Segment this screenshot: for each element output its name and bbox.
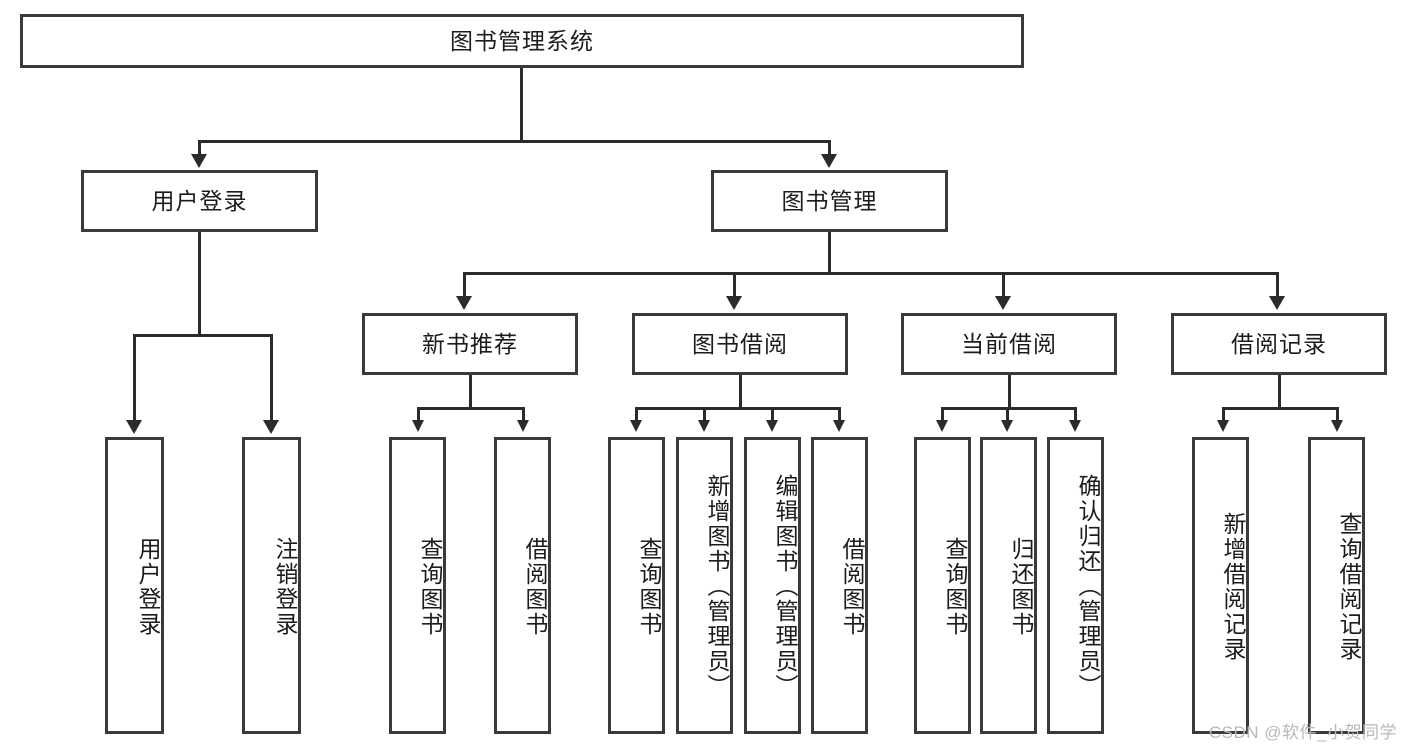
- node-book-borrow-label: 图书借阅: [692, 330, 788, 357]
- leaf-label: 查询借阅记录: [1336, 511, 1362, 662]
- arrowhead-user-login: [191, 154, 207, 168]
- node-new-book-label: 新书推荐: [422, 330, 518, 357]
- connector-book-borrow-drop-1: [635, 407, 638, 421]
- node-user-login-label: 用户登录: [151, 187, 248, 214]
- leaf-label: 借阅图书: [522, 536, 548, 637]
- leaf-borrow-record-2[interactable]: 查询借阅记录: [1308, 437, 1365, 734]
- leaf-label: 编辑图书（管理员）: [772, 474, 798, 699]
- connector-borrow-record-bus: [1222, 407, 1338, 410]
- arrowhead-current-borrow: [995, 296, 1011, 310]
- connector-root-to-book-manage: [828, 140, 831, 156]
- leaf-current-borrow-1[interactable]: 查询图书: [914, 437, 971, 734]
- leaf-user-login-1[interactable]: 用户登录: [105, 437, 164, 734]
- leaf-label: 归还图书: [1008, 536, 1034, 637]
- connector-user-login-bus: [133, 334, 273, 337]
- connector-new-book-drop-1: [417, 407, 420, 421]
- node-book-borrow[interactable]: 图书借阅: [632, 313, 848, 375]
- connector-current-borrow-stem: [1008, 375, 1011, 409]
- connector-current-borrow-drop-1: [941, 407, 944, 421]
- leaf-label: 查询图书: [636, 536, 662, 637]
- leaf-book-borrow-1[interactable]: 查询图书: [608, 437, 665, 734]
- leaf-current-borrow-2[interactable]: 归还图书: [980, 437, 1037, 734]
- arrowhead-leaf-new-book-2: [517, 420, 529, 432]
- connector-book-manage-bus: [463, 272, 1279, 275]
- connector-new-book-stem: [469, 375, 472, 409]
- connector-book-manage-drop-2: [733, 272, 736, 298]
- connector-current-borrow-drop-2: [1006, 407, 1009, 421]
- connector-root-bus: [198, 140, 830, 143]
- arrowhead-leaf-book-borrow-4: [833, 420, 845, 432]
- arrowhead-leaf-user-login-1: [126, 420, 142, 434]
- connector-book-manage-drop-4: [1276, 272, 1279, 298]
- leaf-label: 新增图书（管理员）: [704, 474, 730, 699]
- leaf-label: 查询图书: [942, 536, 968, 637]
- node-book-manage-label: 图书管理: [781, 187, 878, 214]
- node-borrow-record-label: 借阅记录: [1231, 330, 1327, 357]
- connector-user-login-drop-2: [270, 334, 273, 422]
- leaf-new-book-1[interactable]: 查询图书: [389, 437, 446, 734]
- connector-new-book-drop-2: [522, 407, 525, 421]
- arrowhead-leaf-new-book-1: [412, 420, 424, 432]
- arrowhead-leaf-user-login-2: [263, 420, 279, 434]
- leaf-current-borrow-3[interactable]: 确认归还（管理员）: [1047, 437, 1104, 734]
- connector-current-borrow-drop-3: [1074, 407, 1077, 421]
- node-new-book[interactable]: 新书推荐: [362, 313, 578, 375]
- connector-borrow-record-drop-2: [1336, 407, 1339, 421]
- connector-book-manage-drop-1: [463, 272, 466, 298]
- leaf-book-borrow-2[interactable]: 新增图书（管理员）: [676, 437, 733, 734]
- leaf-label: 用户登录: [135, 536, 161, 637]
- connector-book-manage-stem: [828, 232, 831, 274]
- connector-book-borrow-drop-2: [703, 407, 706, 421]
- leaf-book-borrow-3[interactable]: 编辑图书（管理员）: [744, 437, 801, 734]
- leaf-new-book-2[interactable]: 借阅图书: [494, 437, 551, 734]
- connector-book-borrow-drop-3: [771, 407, 774, 421]
- connector-new-book-bus: [417, 407, 525, 410]
- arrowhead-borrow-record: [1269, 296, 1285, 310]
- connector-user-login-stem: [198, 232, 201, 336]
- arrowhead-leaf-current-borrow-3: [1069, 420, 1081, 432]
- node-root[interactable]: 图书管理系统: [20, 14, 1024, 68]
- connector-borrow-record-drop-1: [1222, 407, 1225, 421]
- leaf-borrow-record-1[interactable]: 新增借阅记录: [1192, 437, 1249, 734]
- arrowhead-leaf-book-borrow-2: [698, 420, 710, 432]
- node-current-borrow-label: 当前借阅: [961, 330, 1057, 357]
- arrowhead-new-book: [456, 296, 472, 310]
- arrowhead-leaf-book-borrow-1: [630, 420, 642, 432]
- arrowhead-leaf-borrow-record-1: [1217, 420, 1229, 432]
- leaf-user-login-2[interactable]: 注销登录: [242, 437, 301, 734]
- node-borrow-record[interactable]: 借阅记录: [1171, 313, 1387, 375]
- leaf-label: 新增借阅记录: [1220, 511, 1246, 662]
- node-book-manage[interactable]: 图书管理: [711, 170, 948, 232]
- connector-book-manage-drop-3: [1002, 272, 1005, 298]
- arrowhead-book-manage: [821, 154, 837, 168]
- node-user-login[interactable]: 用户登录: [81, 170, 318, 232]
- leaf-label: 注销登录: [272, 536, 298, 637]
- node-current-borrow[interactable]: 当前借阅: [901, 313, 1117, 375]
- leaf-label: 查询图书: [417, 536, 443, 637]
- connector-user-login-drop-1: [133, 334, 136, 422]
- connector-book-borrow-drop-4: [838, 407, 841, 421]
- connector-borrow-record-stem: [1278, 375, 1281, 409]
- arrowhead-leaf-current-borrow-2: [1001, 420, 1013, 432]
- leaf-book-borrow-4[interactable]: 借阅图书: [811, 437, 868, 734]
- arrowhead-leaf-borrow-record-2: [1331, 420, 1343, 432]
- connector-book-borrow-stem: [739, 375, 742, 409]
- connector-root-stem: [520, 68, 523, 142]
- connector-root-to-user-login: [198, 140, 201, 156]
- arrowhead-leaf-current-borrow-1: [936, 420, 948, 432]
- leaf-label: 借阅图书: [839, 536, 865, 637]
- node-root-label: 图书管理系统: [450, 27, 594, 54]
- connector-book-borrow-bus: [635, 407, 841, 410]
- leaf-label: 确认归还（管理员）: [1075, 474, 1101, 699]
- arrowhead-leaf-book-borrow-3: [766, 420, 778, 432]
- arrowhead-book-borrow: [726, 296, 742, 310]
